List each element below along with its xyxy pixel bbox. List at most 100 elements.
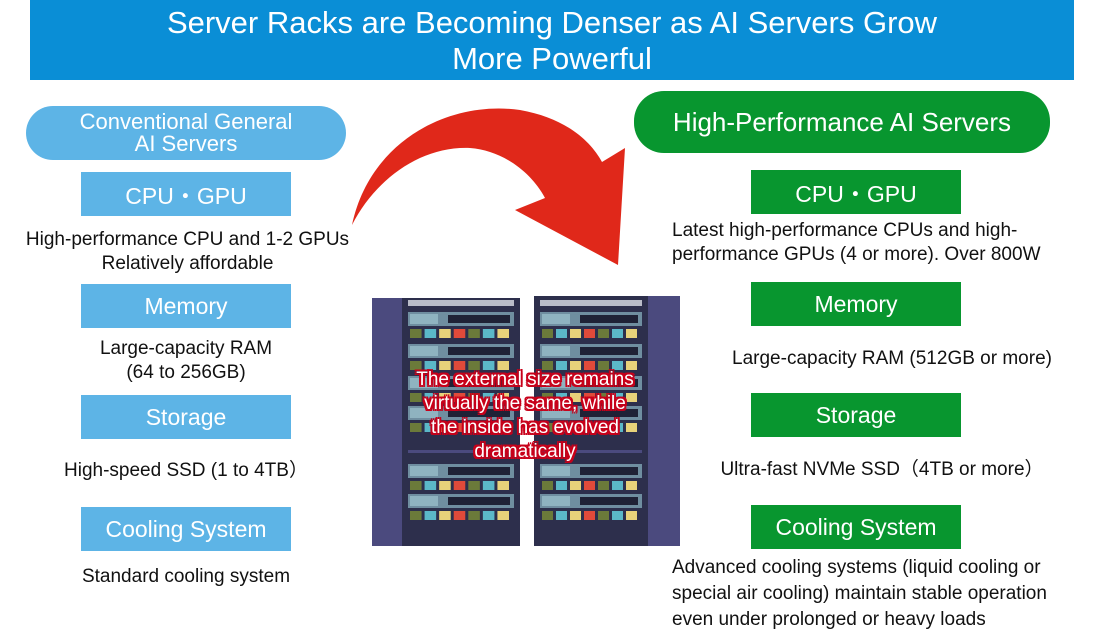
drive-bay: [598, 511, 609, 520]
drive-bay: [584, 423, 595, 432]
drive-bay: [497, 511, 509, 520]
drive-bay: [626, 329, 637, 338]
drive-bay: [570, 423, 581, 432]
drive-bay: [542, 393, 553, 402]
drive-bay: [598, 329, 609, 338]
desc-line: special air cooling) maintain stable ope…: [672, 583, 1047, 604]
drive-bay: [612, 481, 623, 490]
drive-bay: [424, 361, 437, 370]
drive-bay: [570, 329, 581, 338]
left-cpu-gpu-label: CPU・GPU: [81, 172, 291, 216]
drive-bay: [598, 423, 609, 432]
drive-bay: [453, 393, 466, 402]
drive-bay: [542, 361, 553, 370]
left-storage-label: Storage: [81, 395, 291, 439]
drive-bay: [468, 511, 480, 520]
conventional-header-line-1: Conventional General: [79, 109, 293, 134]
left-cooling-desc: Standard cooling system: [0, 565, 372, 589]
drive-bay: [482, 481, 495, 490]
conventional-servers-header: Conventional General AI Servers: [26, 106, 346, 160]
drive-bay: [410, 393, 422, 402]
drive-bay: [598, 393, 609, 402]
drive-bay: [612, 511, 623, 520]
drive-bay: [424, 481, 437, 490]
caption-line: virtually the same, while: [424, 393, 626, 414]
desc-line: performance GPUs (4 or more). Over 800W: [672, 244, 1041, 265]
drive-bay: [482, 393, 495, 402]
drive-bay: [482, 511, 495, 520]
high-performance-servers-header: High-Performance AI Servers: [634, 91, 1050, 153]
drive-bay: [453, 511, 466, 520]
drive-bay: [542, 511, 553, 520]
drive-bay: [612, 329, 623, 338]
desc-line: Large-capacity RAM (512GB or more): [732, 348, 1052, 369]
drive-bay: [626, 423, 637, 432]
caption-line: dramatically: [474, 441, 576, 462]
desc-line: (64 to 256GB): [126, 362, 246, 383]
desc-line: High-performance CPU and 1-2 GPUs: [25, 229, 350, 250]
drive-bay: [584, 329, 595, 338]
drive-bay: [482, 329, 495, 338]
desc-line: Standard cooling system: [81, 566, 291, 587]
drive-bay: [598, 481, 609, 490]
transition-arrow-icon: [352, 108, 625, 265]
drive-bay: [556, 329, 567, 338]
drive-bay: [626, 511, 637, 520]
drive-bay: [556, 511, 567, 520]
drive-bay: [453, 361, 466, 370]
drive-bay: [482, 423, 495, 432]
drive-bay: [570, 481, 581, 490]
left-cooling-label: Cooling System: [81, 507, 291, 551]
drive-bay: [482, 361, 495, 370]
drive-bay: [556, 481, 567, 490]
desc-line: Advanced cooling systems (liquid cooling…: [672, 557, 1041, 578]
right-cpu-gpu-desc: Latest high-performance CPUs and high- p…: [660, 219, 1104, 267]
right-storage-desc: Ultra-fast NVMe SSD（4TB or more）: [660, 458, 1104, 482]
drive-bay: [584, 361, 595, 370]
drive-bay: [410, 481, 422, 490]
drive-bay: [439, 511, 451, 520]
drive-bay: [468, 361, 480, 370]
caption-line: The external size remains: [416, 369, 634, 390]
drive-bay: [556, 393, 567, 402]
rack-caption: The external size remains virtually the …: [382, 368, 668, 464]
title-line-2: More Powerful: [452, 41, 652, 76]
drive-bay: [626, 481, 637, 490]
right-cooling-label: Cooling System: [751, 505, 961, 549]
left-cpu-gpu-desc: High-performance CPU and 1-2 GPUs Relati…: [0, 228, 375, 276]
drive-bay: [542, 423, 553, 432]
left-storage-desc: High-speed SSD (1 to 4TB）: [0, 459, 372, 483]
drive-bay: [468, 423, 480, 432]
drive-bay: [497, 361, 509, 370]
drive-bay: [570, 511, 581, 520]
drive-bay: [439, 361, 451, 370]
desc-line: Latest high-performance CPUs and high-: [672, 220, 1018, 241]
drive-bay: [410, 423, 422, 432]
drive-bay: [612, 393, 623, 402]
drive-bay: [584, 481, 595, 490]
right-cooling-desc: Advanced cooling systems (liquid cooling…: [660, 555, 1104, 633]
drive-bay: [570, 361, 581, 370]
drive-bay: [497, 329, 509, 338]
drive-bay: [453, 329, 466, 338]
page-title: Server Racks are Becoming Denser as AI S…: [30, 0, 1074, 80]
drive-bay: [424, 329, 437, 338]
drive-bay: [439, 329, 451, 338]
right-storage-label: Storage: [751, 393, 961, 437]
right-cpu-gpu-label: CPU・GPU: [751, 170, 961, 214]
desc-line: even under prolonged or heavy loads: [672, 609, 986, 630]
drive-bay: [542, 481, 553, 490]
drive-bay: [439, 481, 451, 490]
drive-bay: [424, 423, 437, 432]
drive-bay: [626, 393, 637, 402]
drive-bay: [439, 423, 451, 432]
drive-bay: [424, 511, 437, 520]
drive-bay: [497, 423, 509, 432]
caption-line: the inside has evolved: [430, 417, 619, 438]
drive-bay: [612, 361, 623, 370]
drive-bay: [556, 423, 567, 432]
title-line-1: Server Racks are Becoming Denser as AI S…: [166, 5, 938, 40]
desc-line: Relatively affordable: [101, 253, 274, 274]
drive-bay: [598, 361, 609, 370]
drive-bay: [468, 481, 480, 490]
